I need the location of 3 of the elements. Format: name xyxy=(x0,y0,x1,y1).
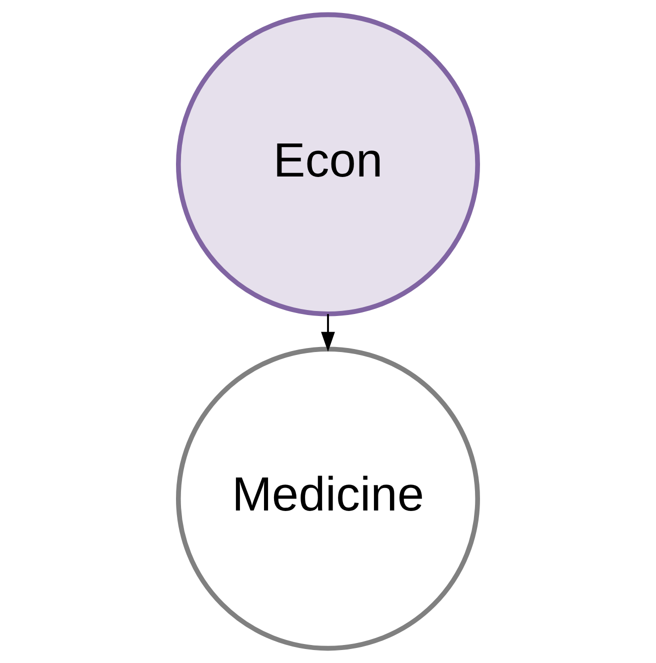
node-circle: Medicine xyxy=(176,346,480,651)
arrow xyxy=(321,314,335,352)
node-circle: Econ xyxy=(176,12,480,316)
